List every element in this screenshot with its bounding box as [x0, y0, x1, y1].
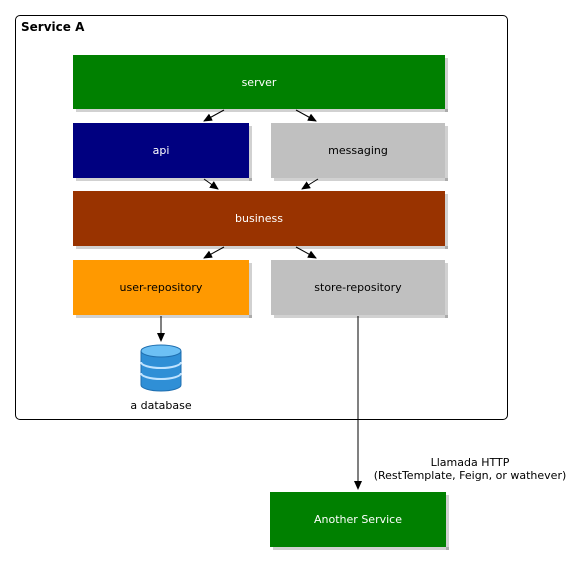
- arrow-business-to-store-repository: [295, 246, 317, 259]
- messaging-block[interactable]: messaging: [271, 123, 448, 181]
- business-label: business: [235, 212, 283, 225]
- arrow-business-to-user-repository: [203, 246, 225, 259]
- arrow-messaging-to-business: [301, 178, 319, 190]
- http-call-line-2: (RestTemplate, Feign, or wathever): [373, 469, 567, 482]
- user-repository-block[interactable]: user-repository: [73, 260, 252, 318]
- api-label: api: [152, 144, 170, 157]
- arrow-server-to-messaging: [295, 109, 317, 122]
- arrow-server-to-api: [203, 109, 225, 122]
- store-repository-label: store-repository: [314, 281, 402, 294]
- arrow-api-to-business: [203, 178, 219, 190]
- messaging-label: messaging: [328, 144, 388, 157]
- store-repository-block[interactable]: store-repository: [271, 260, 448, 318]
- business-block[interactable]: business: [73, 191, 448, 249]
- http-call-line-1: Llamada HTTP: [430, 456, 510, 469]
- api-block[interactable]: api: [73, 123, 252, 181]
- server-label: server: [241, 75, 277, 89]
- server-block[interactable]: server: [73, 55, 448, 112]
- database-label: a database: [130, 399, 192, 412]
- another-service-block[interactable]: Another Service: [270, 492, 449, 550]
- http-call-label: Llamada HTTP (RestTemplate, Feign, or wa…: [362, 456, 578, 482]
- user-repository-label: user-repository: [119, 281, 203, 294]
- service-a-title: Service A: [21, 20, 85, 34]
- database-icon: [140, 344, 182, 392]
- another-service-label: Another Service: [314, 513, 402, 526]
